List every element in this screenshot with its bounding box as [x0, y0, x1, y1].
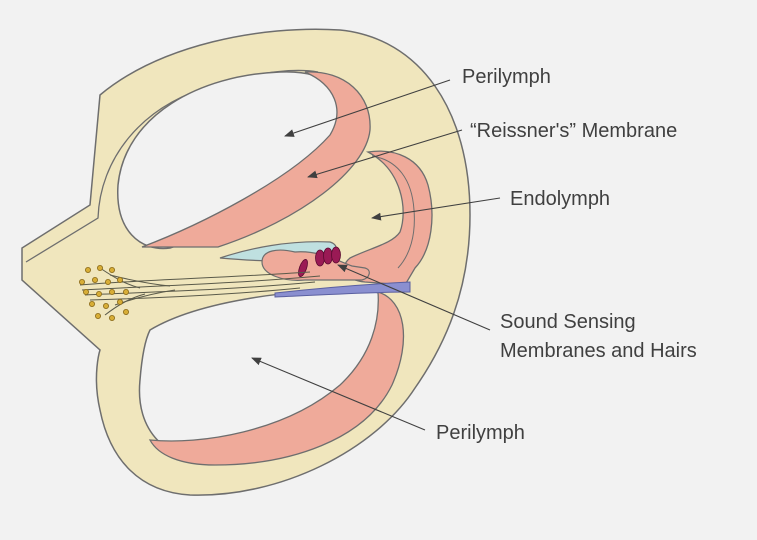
label-perilymph-bottom: Perilymph	[436, 422, 525, 444]
upper-membrane-band	[141, 71, 371, 248]
label-endolymph: Endolymph	[510, 188, 610, 210]
hair-cell	[331, 246, 341, 264]
label-sound-sensing-line1: Sound Sensing	[500, 311, 636, 333]
leader-reissner	[307, 129, 463, 179]
hair-cell	[315, 249, 325, 267]
leader-lines	[251, 79, 501, 431]
lower-membrane-band	[148, 291, 405, 466]
basilar-membrane	[274, 281, 411, 298]
nerve-fibers	[79, 267, 321, 316]
label-sound-sensing-line2: Membranes and Hairs	[500, 340, 697, 362]
leader-sound-sensing	[337, 264, 491, 331]
leader-perilymph-bottom	[251, 357, 426, 431]
leader-endolymph	[371, 197, 501, 221]
leader-perilymph-top	[284, 79, 451, 137]
spiral-ganglion-cells	[79, 264, 130, 321]
organ-of-corti	[261, 249, 370, 281]
label-reissners-membrane: “Reissner's” Membrane	[470, 120, 677, 142]
reissners-membrane-inner-line	[371, 155, 415, 269]
hair-cells	[298, 246, 341, 277]
label-perilymph-top: Perilymph	[462, 66, 551, 88]
